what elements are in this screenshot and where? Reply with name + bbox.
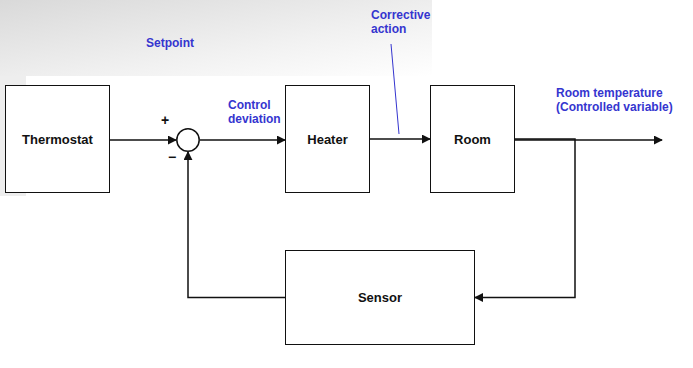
sign-label: + [161,113,169,127]
actuator-box: Heater [285,85,370,193]
process-box: Room [430,85,515,193]
box-label: Room [454,132,491,147]
signal-arrow [370,138,430,140]
box-label: Thermostat [22,132,93,147]
signal-label: Corrective action [371,8,433,37]
signal-arrow [188,152,285,298]
box-label: Heater [307,132,347,147]
signal-label: Control deviation [228,98,286,127]
photo-fade [0,0,432,76]
summing-junction: +− [176,128,200,152]
signal-arrow [200,139,285,141]
junction-outline [176,128,200,152]
signal-label: Setpoint [146,36,226,50]
sign-label: − [168,150,176,164]
controller-box: Thermostat [5,85,110,193]
box-label: Sensor [358,290,402,305]
sensor-box: Sensor [285,250,475,345]
output-label: Room temperature (Controlled variable) [556,86,690,115]
leader-line [391,44,399,134]
signal-arrow [110,139,176,141]
